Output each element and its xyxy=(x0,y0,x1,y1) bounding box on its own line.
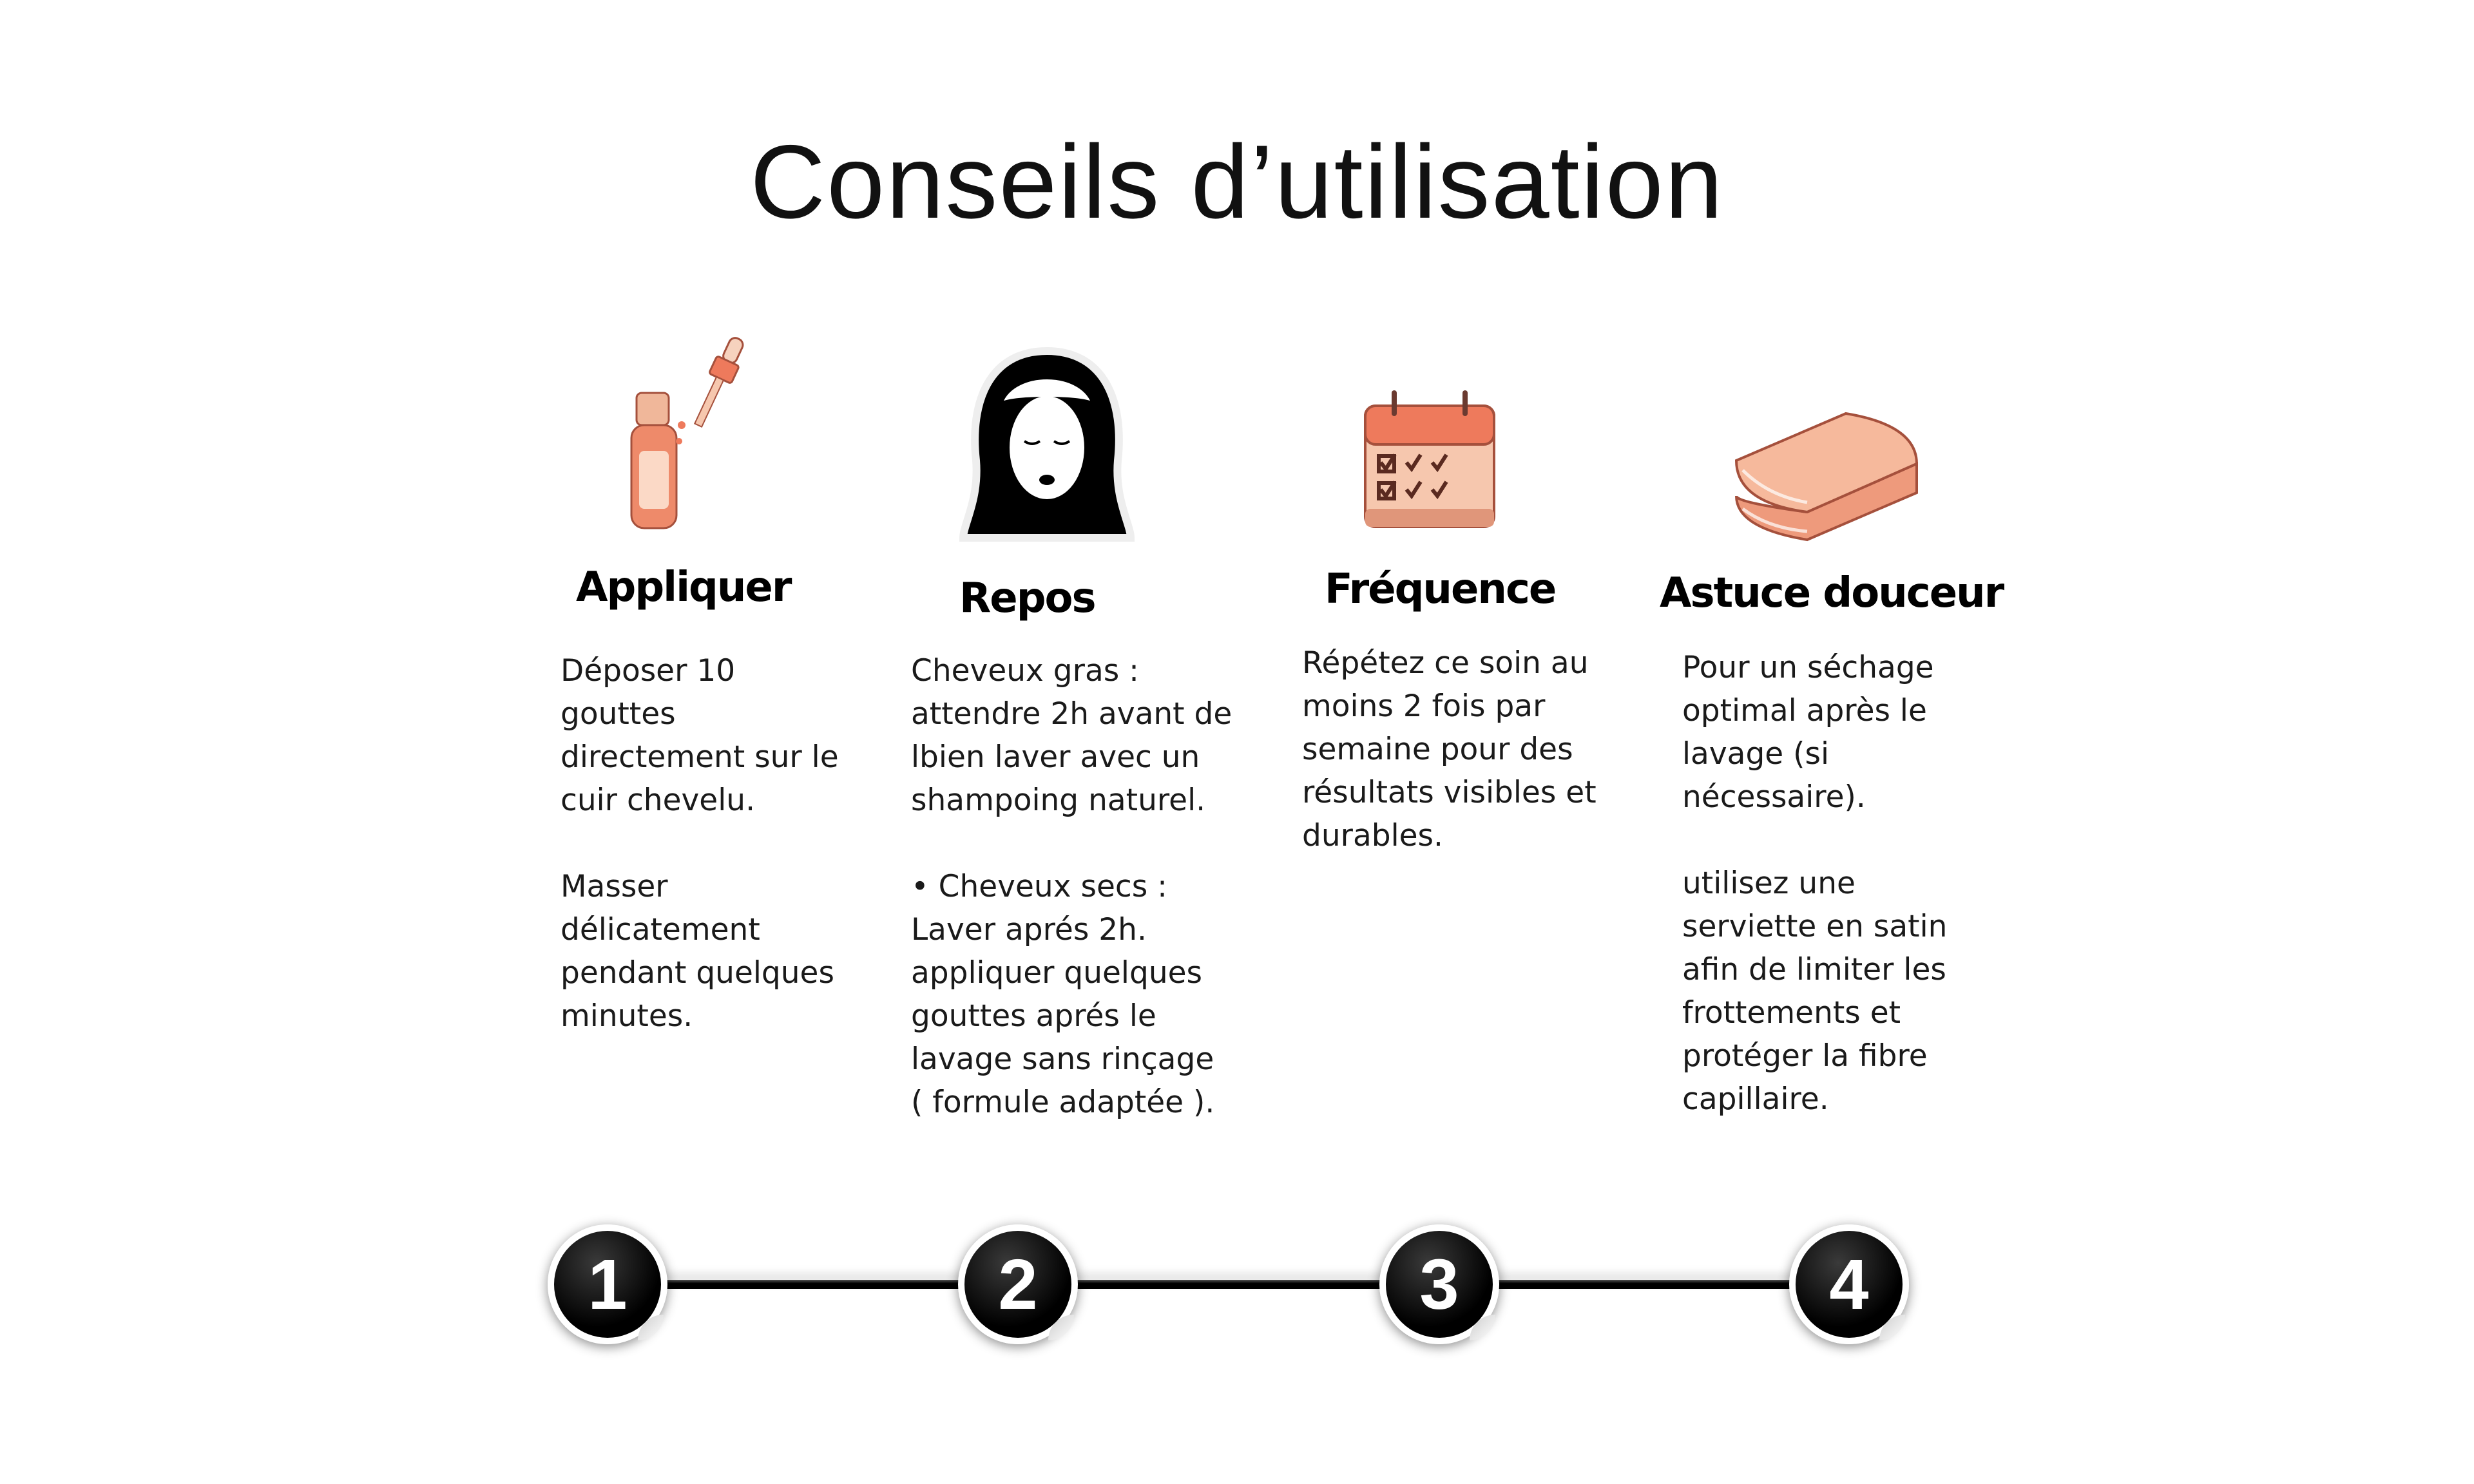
text-line: ( formule adaptée ). xyxy=(911,1085,1215,1120)
text-line: durables. xyxy=(1302,818,1443,853)
text-line: appliquer quelques xyxy=(911,955,1203,991)
text-line: frottements et xyxy=(1682,995,1901,1031)
heading-appliquer: Appliquer xyxy=(576,564,792,611)
text-line: afin de limiter les xyxy=(1682,952,1946,987)
text-line: directement sur le xyxy=(561,739,839,775)
text-line: lavage (si xyxy=(1682,736,1830,772)
text-line: optimal après le xyxy=(1682,693,1927,728)
paragraph: • Cheveux secs : Laver aprés 2h. appliquer… xyxy=(911,865,1232,1124)
calendar-icon xyxy=(1360,390,1501,531)
paragraph: Pour un séchage optimal après le lavage (s… xyxy=(1682,646,1947,819)
text-line: shampoing naturel. xyxy=(911,783,1206,818)
text-line: utilisez une xyxy=(1682,866,1856,901)
text-line: pendant quelques xyxy=(561,955,834,991)
text-line: résultats visibles et xyxy=(1302,775,1597,810)
step-4-badge: 4 xyxy=(1789,1224,1909,1344)
text-line: Déposer 10 xyxy=(561,653,736,689)
text-line: Répétez ce soin au xyxy=(1302,645,1589,681)
text-line: Cheveux gras : xyxy=(911,653,1140,689)
heading-astuce-douceur: Astuce douceur xyxy=(1660,569,2004,617)
text-line: • Cheveux secs : xyxy=(911,869,1167,904)
step-1-badge: 1 xyxy=(548,1224,667,1344)
paragraph: Cheveux gras : attendre 2h avant de lbien … xyxy=(911,649,1232,822)
timeline-connector xyxy=(644,1280,1817,1289)
text-line: protéger la fibre xyxy=(1682,1038,1928,1074)
towel-icon xyxy=(1730,406,1923,547)
woman-towel-icon xyxy=(959,347,1135,542)
text-line: capillaire. xyxy=(1682,1081,1829,1117)
column-text-frequence: Répétez ce soin au moins 2 fois par semain… xyxy=(1302,642,1597,900)
step-3-badge: 3 xyxy=(1379,1224,1499,1344)
heading-frequence: Fréquence xyxy=(1325,566,1557,613)
column-text-appliquer: Déposer 10 gouttes directement sur le cuir … xyxy=(561,649,839,1081)
text-line: lavage sans rinçage xyxy=(911,1042,1214,1077)
column-text-repos: Cheveux gras : attendre 2h avant de lbien … xyxy=(911,649,1232,1167)
paragraph: Masser délicatement pendant quelques minute… xyxy=(561,865,839,1038)
text-line: lbien laver avec un xyxy=(911,739,1200,775)
step-2-badge: 2 xyxy=(958,1224,1078,1344)
text-line: Laver aprés 2h. xyxy=(911,912,1147,947)
text-line: Masser xyxy=(561,869,668,904)
column-text-astuce-douceur: Pour un séchage optimal après le lavage (s… xyxy=(1682,646,1947,1164)
heading-repos: Repos xyxy=(959,575,1097,622)
text-line: Pour un séchage xyxy=(1682,650,1934,685)
paragraph: Déposer 10 gouttes directement sur le cuir … xyxy=(561,649,839,822)
text-line: cuir chevelu. xyxy=(561,783,756,818)
text-line: gouttes xyxy=(561,696,676,732)
text-line: semaine pour des xyxy=(1302,732,1573,767)
text-line: moins 2 fois par xyxy=(1302,689,1546,724)
text-line: gouttes aprés le xyxy=(911,998,1156,1034)
paragraph: utilisez une serviette en satin afin de li… xyxy=(1682,862,1947,1121)
page-title: Conseils d’utilisation xyxy=(750,124,1724,240)
text-line: minutes. xyxy=(561,998,693,1034)
text-line: serviette en satin xyxy=(1682,909,1948,944)
paragraph: Répétez ce soin au moins 2 fois par semain… xyxy=(1302,642,1597,857)
text-line: nécessaire). xyxy=(1682,779,1866,815)
text-line: délicatement xyxy=(561,912,760,947)
text-line: attendre 2h avant de xyxy=(911,696,1232,732)
serum-bottle-icon xyxy=(626,330,753,534)
